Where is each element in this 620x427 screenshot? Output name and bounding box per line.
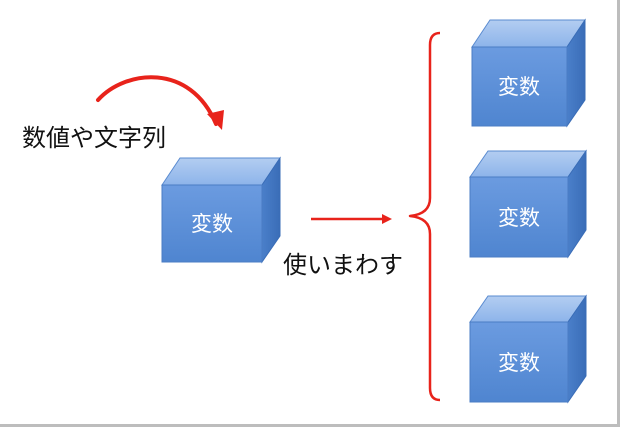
curved-arrow [96, 75, 218, 126]
cube-top-face [469, 150, 587, 178]
cube-label: 変数 [498, 206, 540, 230]
variable-cube: 変数 [161, 156, 281, 264]
cube-front-face [161, 184, 263, 263]
curly-brace [408, 31, 441, 402]
variable-cube: 変数 [471, 18, 586, 128]
cube-label: 変数 [191, 212, 233, 236]
variable-cube: 変数 [469, 149, 587, 259]
cube-front-face [471, 46, 568, 127]
curved-arrow-head [207, 110, 224, 130]
input-values-label: 数値や文字列 [22, 124, 166, 152]
cube-front-face [469, 176, 569, 258]
reuse-label: 使いまわす [283, 251, 403, 279]
cube-label: 変数 [498, 75, 540, 99]
cube-front-face [469, 321, 569, 403]
cube-label: 変数 [498, 351, 540, 375]
cube-top-face [161, 157, 281, 186]
cube-top-face [469, 295, 587, 323]
variable-cube: 変数 [469, 294, 587, 404]
cube-top-face [471, 19, 586, 48]
